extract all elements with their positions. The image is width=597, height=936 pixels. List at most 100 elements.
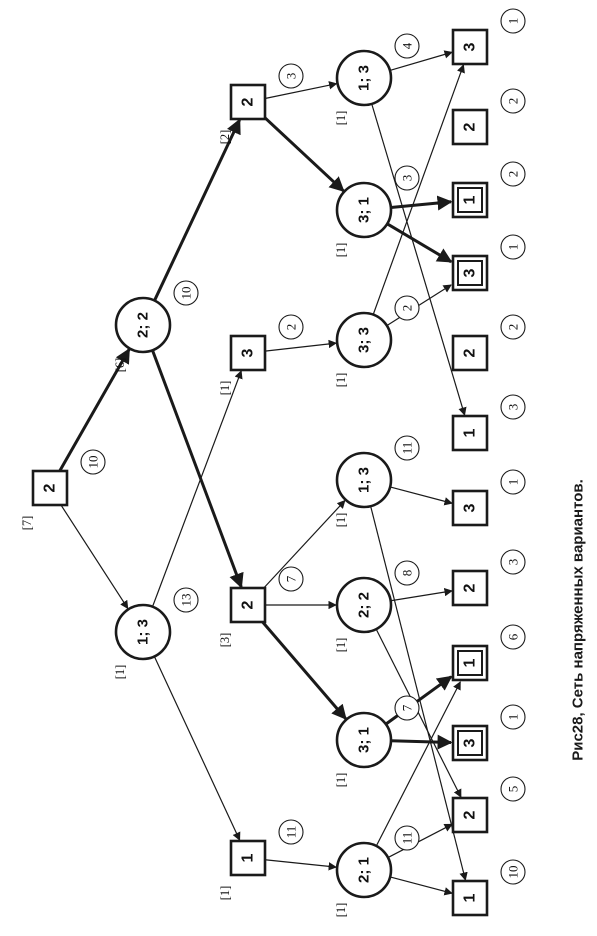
square-node-shape — [451, 28, 489, 66]
edge-root-to-c-2-2-top — [58, 348, 131, 472]
node-c-2-2-b: 2; 28[1] — [334, 560, 420, 653]
node-l4: 16 — [451, 624, 526, 682]
count-badge-circle — [500, 469, 526, 495]
node-label: 1 — [462, 658, 479, 667]
count-badge-label: 13 — [179, 594, 194, 607]
node-label: 1 — [462, 195, 479, 204]
edge-c-2-1-to-l2 — [387, 823, 453, 859]
node-label: 1; 3 — [135, 619, 152, 645]
bracket-weight-label: [1] — [334, 638, 348, 653]
node-c-1-3-b: 1; 311[1] — [334, 435, 420, 528]
node-c-3-1-a: 3; 17[1] — [334, 695, 420, 787]
bracket-weight-label: [7] — [20, 516, 34, 531]
count-badge-label: 1 — [506, 244, 521, 251]
node-label: 3 — [462, 503, 479, 512]
count-badge-circle — [394, 295, 420, 321]
node-label: 3; 3 — [356, 327, 373, 353]
node-l1: 110 — [451, 859, 526, 917]
node-s2-d: 23[2] — [218, 63, 304, 145]
bracket-weight-label: [3] — [218, 633, 232, 648]
count-badge-circle — [278, 314, 304, 340]
edge-c-1-3-b-to-l1 — [370, 506, 468, 881]
node-l10: 12 — [451, 161, 526, 219]
bracket-weight-label: [1] — [334, 903, 348, 918]
node-c-3-1-b: 3; 13[1] — [334, 165, 420, 257]
node-label: 3 — [240, 348, 257, 357]
edge-c-3-1-b-to-l10 — [390, 195, 453, 211]
count-badge-label: 2 — [506, 98, 521, 105]
node-c-2-2-top: 2; 210[6] — [113, 280, 199, 372]
node-label: 2 — [462, 348, 479, 357]
node-label: 3 — [462, 738, 479, 747]
double-square-inner-frame — [457, 730, 483, 756]
count-badge-circle — [500, 549, 526, 575]
double-square-inner-frame — [457, 187, 483, 213]
node-c-2-1: 2; 1 11 [1] — [334, 825, 420, 918]
square-node-shape — [229, 586, 267, 624]
double-square-inner-frame — [457, 650, 483, 676]
bracket-weight-label: [1] — [334, 513, 348, 528]
node-l8: 22 — [451, 314, 526, 372]
edge-c-2-2-b-to-l2 — [375, 628, 462, 798]
square-node-shape — [229, 334, 267, 372]
count-badge-circle — [500, 776, 526, 802]
count-badge-circle — [500, 234, 526, 260]
node-label: 3 — [462, 268, 479, 277]
node-l5: 23 — [451, 549, 526, 607]
count-badge-circle — [394, 560, 420, 586]
count-badge-label: 2 — [284, 324, 299, 331]
edge-root-to-c-1-3-top — [60, 504, 129, 610]
edge-c-3-1-a-to-l4 — [384, 675, 453, 726]
count-badge-label: 1 — [506, 18, 521, 25]
node-label: 3; 1 — [356, 727, 373, 753]
square-node-shape — [451, 879, 489, 917]
node-label: 2 — [462, 810, 479, 819]
count-badge-circle — [80, 449, 106, 475]
count-badge-label: 3 — [400, 175, 415, 182]
node-label: 2; 1 — [356, 857, 373, 883]
count-badge-circle — [173, 280, 199, 306]
square-node-shape — [229, 839, 267, 877]
edge-s2-b-to-c-3-1-a — [261, 621, 347, 720]
node-label: 2 — [240, 600, 257, 609]
circle-node-shape — [335, 576, 393, 634]
figure-caption: Рис28, Сеть напряженных вариантов. — [569, 479, 587, 761]
edge-c-3-3-to-l12 — [372, 64, 465, 315]
bracket-weight-label: [2] — [218, 130, 232, 145]
edges-layer — [58, 50, 468, 896]
circle-node-shape — [335, 311, 393, 369]
node-l2: 25 — [451, 776, 526, 834]
node-l9: 31 — [451, 234, 526, 292]
square-node-shape — [451, 414, 489, 452]
node-root: 210[7] — [20, 449, 106, 531]
count-badge-label: 2 — [506, 171, 521, 178]
count-badge-circle — [500, 394, 526, 420]
edge-c-2-1-to-l1 — [389, 876, 453, 896]
edge-c-2-2-b-to-l5 — [390, 587, 453, 602]
node-s2-b: 27[3] — [218, 566, 304, 648]
square-node-shape — [451, 569, 489, 607]
bracket-weight-label: [1] — [334, 373, 348, 388]
edge-s3-c-to-c-3-3 — [264, 339, 338, 352]
node-label: 2 — [240, 97, 257, 106]
node-label: 1; 3 — [356, 65, 373, 91]
double-square-inner-frame — [457, 260, 483, 286]
nodes-layer: 210[7]1; 313[1]2; 210[6]111[1]27[3]32[1]… — [20, 8, 526, 918]
square-node-shape — [229, 83, 267, 121]
count-badge-circle — [173, 587, 199, 613]
count-badge-circle — [394, 695, 420, 721]
edge-c-3-1-b-to-l9 — [386, 222, 453, 264]
count-badge-label: 11 — [400, 832, 415, 845]
node-label: 2 — [462, 122, 479, 131]
circle-node-shape — [114, 296, 172, 354]
edge-c-1-3-c-to-l12 — [389, 50, 453, 71]
edge-s2-d-to-c-3-1-b — [263, 116, 345, 193]
node-label: 2 — [42, 483, 59, 492]
count-badge-circle — [500, 859, 526, 885]
node-label: 2 — [462, 583, 479, 592]
node-l11: 22 — [451, 88, 526, 146]
count-badge-label: 4 — [400, 42, 415, 49]
count-badge-circle — [394, 825, 420, 851]
node-label: 2; 2 — [356, 592, 373, 618]
